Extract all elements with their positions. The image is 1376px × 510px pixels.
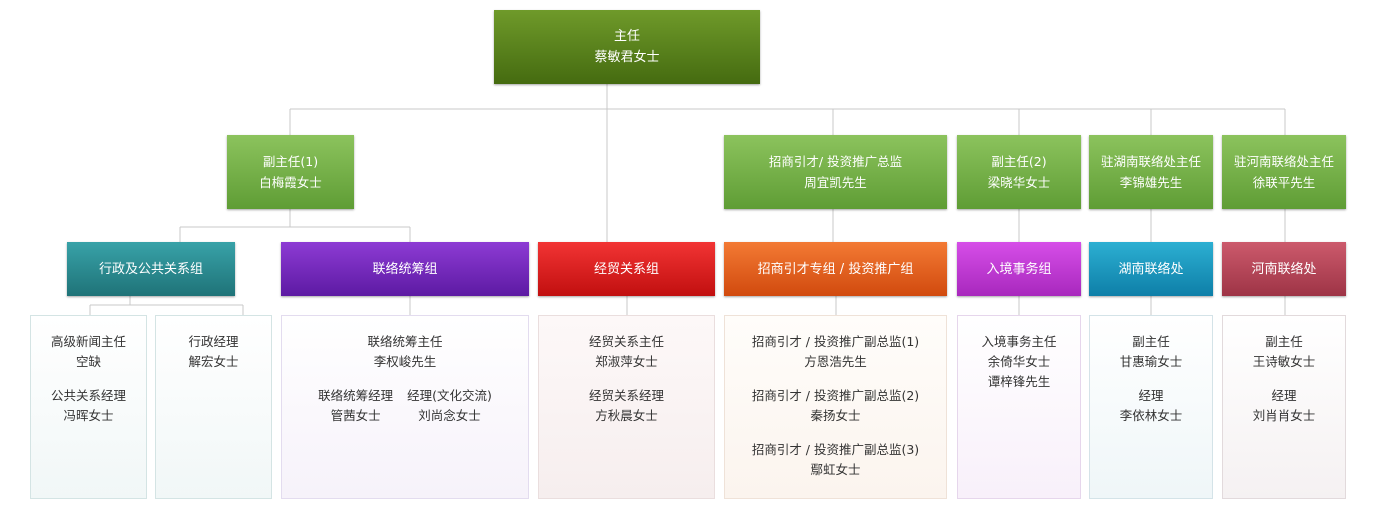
staff-title: 联络统筹主任: [367, 334, 443, 349]
team-liaison: 联络统筹组: [281, 242, 529, 296]
staff-name: 王诗敏女士: [1252, 354, 1316, 369]
staff-group: 招商引才 / 投资推广副总监(1) 方恩浩先生: [725, 332, 946, 372]
detail-admin-pr-b: 行政经理 解宏女士: [155, 315, 272, 499]
staff-group: 经理(文化交流) 刘尚念女士: [407, 386, 492, 426]
staff-name: 谭梓锋先生: [987, 374, 1051, 389]
invest-head-title: 招商引才/ 投资推广总监: [768, 154, 903, 169]
team-trade: 经贸关系组: [538, 242, 715, 296]
detail-admin-pr-a: 高级新闻主任 空缺 公共关系经理 冯晖女士: [30, 315, 147, 499]
team-hunan: 湖南联络处: [1089, 242, 1213, 296]
staff-title: 公共关系经理: [50, 388, 126, 403]
staff-group: 招商引才 / 投资推广副总监(3) 鄢虹女士: [725, 440, 946, 480]
staff-name: 秦扬女士: [810, 408, 861, 423]
detail-invest: 招商引才 / 投资推广副总监(1) 方恩浩先生 招商引才 / 投资推广副总监(2…: [724, 315, 947, 499]
staff-name: 方秋晨女士: [595, 408, 658, 423]
team-hunan-label: 湖南联络处: [1118, 261, 1184, 277]
staff-name: 余倚华女士: [987, 354, 1051, 369]
invest-head-box: 招商引才/ 投资推广总监 周宜凯先生: [724, 135, 947, 209]
staff-group: 副主任 甘惠瑜女士: [1090, 332, 1212, 372]
staff-title: 招商引才 / 投资推广副总监(3): [751, 442, 920, 457]
staff-title: 经贸关系经理: [588, 388, 664, 403]
staff-name: 刘肖肖女士: [1252, 408, 1316, 423]
hunan-head-name: 李锦雄先生: [1119, 175, 1183, 190]
henan-head-box: 驻河南联络处主任 徐联平先生: [1222, 135, 1346, 209]
team-admin-pr-label: 行政及公共关系组: [98, 261, 203, 277]
staff-title: 副主任: [1265, 334, 1303, 349]
deputy2-name: 梁晓华女士: [987, 175, 1051, 190]
staff-name: 甘惠瑜女士: [1119, 354, 1183, 369]
staff-title: 经理: [1138, 388, 1164, 403]
director-box: 主任 蔡敏君女士: [494, 10, 760, 84]
staff-title: 入境事务主任: [981, 334, 1057, 349]
team-invest-label: 招商引才专组 / 投资推广组: [757, 261, 914, 277]
staff-name: 解宏女士: [188, 354, 239, 369]
detail-hunan: 副主任 甘惠瑜女士 经理 李依林女士: [1089, 315, 1213, 499]
staff-title: 经理(文化交流): [407, 388, 492, 403]
invest-head-name: 周宜凯先生: [804, 175, 867, 190]
staff-name: 管茜女士: [330, 408, 381, 423]
team-henan: 河南联络处: [1222, 242, 1346, 296]
staff-group: 经理 刘肖肖女士: [1223, 386, 1345, 426]
staff-name: 刘尚念女士: [418, 408, 481, 423]
hunan-head-box: 驻湖南联络处主任 李锦雄先生: [1089, 135, 1213, 209]
team-admin-pr: 行政及公共关系组: [67, 242, 235, 296]
hunan-head-title: 驻湖南联络处主任: [1100, 154, 1201, 169]
staff-group: 联络统筹经理 管茜女士: [318, 386, 393, 426]
deputy1-title: 副主任(1): [262, 154, 319, 169]
staff-group: 招商引才 / 投资推广副总监(2) 秦扬女士: [725, 386, 946, 426]
staff-group: 入境事务主任 余倚华女士 谭梓锋先生: [958, 332, 1080, 392]
deputy1-box: 副主任(1) 白梅霞女士: [227, 135, 354, 209]
staff-title: 副主任: [1132, 334, 1170, 349]
staff-group: 联络统筹主任 李权峻先生: [282, 332, 528, 372]
team-liaison-label: 联络统筹组: [372, 261, 438, 277]
team-immigration: 入境事务组: [957, 242, 1081, 296]
staff-group: 公共关系经理 冯晖女士: [31, 386, 146, 426]
staff-group: 行政经理 解宏女士: [156, 332, 271, 372]
team-immigration-label: 入境事务组: [986, 261, 1052, 277]
staff-title: 经贸关系主任: [588, 334, 664, 349]
detail-immigration: 入境事务主任 余倚华女士 谭梓锋先生: [957, 315, 1081, 499]
staff-group: 经贸关系经理 方秋晨女士: [539, 386, 714, 426]
staff-title: 联络统筹经理: [318, 388, 394, 403]
team-trade-label: 经贸关系组: [593, 261, 659, 277]
staff-title: 经理: [1271, 388, 1297, 403]
henan-head-name: 徐联平先生: [1252, 175, 1316, 190]
staff-title: 招商引才 / 投资推广副总监(1): [751, 334, 920, 349]
henan-head-title: 驻河南联络处主任: [1233, 154, 1334, 169]
staff-title: 高级新闻主任: [50, 334, 126, 349]
deputy1-name: 白梅霞女士: [259, 175, 322, 190]
staff-group: 副主任 王诗敏女士: [1223, 332, 1345, 372]
staff-name: 空缺: [75, 354, 101, 369]
staff-group: 经贸关系主任 郑淑萍女士: [539, 332, 714, 372]
staff-name: 鄢虹女士: [810, 462, 861, 477]
staff-pair: 联络统筹经理 管茜女士 经理(文化交流) 刘尚念女士: [282, 386, 528, 426]
detail-liaison: 联络统筹主任 李权峻先生 联络统筹经理 管茜女士 经理(文化交流) 刘尚念女士: [281, 315, 529, 499]
staff-name: 郑淑萍女士: [595, 354, 658, 369]
director-name: 蔡敏君女士: [594, 50, 660, 65]
team-henan-label: 河南联络处: [1251, 261, 1317, 277]
staff-name: 李权峻先生: [373, 354, 437, 369]
staff-title: 行政经理: [188, 334, 239, 349]
director-title: 主任: [613, 29, 640, 44]
detail-henan: 副主任 王诗敏女士 经理 刘肖肖女士: [1222, 315, 1346, 499]
team-invest: 招商引才专组 / 投资推广组: [724, 242, 947, 296]
staff-group: 高级新闻主任 空缺: [31, 332, 146, 372]
deputy2-box: 副主任(2) 梁晓华女士: [957, 135, 1081, 209]
staff-name: 冯晖女士: [63, 408, 114, 423]
staff-name: 方恩浩先生: [804, 354, 867, 369]
deputy2-title: 副主任(2): [991, 154, 1047, 169]
staff-name: 李依林女士: [1119, 408, 1183, 423]
detail-trade: 经贸关系主任 郑淑萍女士 经贸关系经理 方秋晨女士: [538, 315, 715, 499]
staff-title: 招商引才 / 投资推广副总监(2): [751, 388, 920, 403]
staff-group: 经理 李依林女士: [1090, 386, 1212, 426]
